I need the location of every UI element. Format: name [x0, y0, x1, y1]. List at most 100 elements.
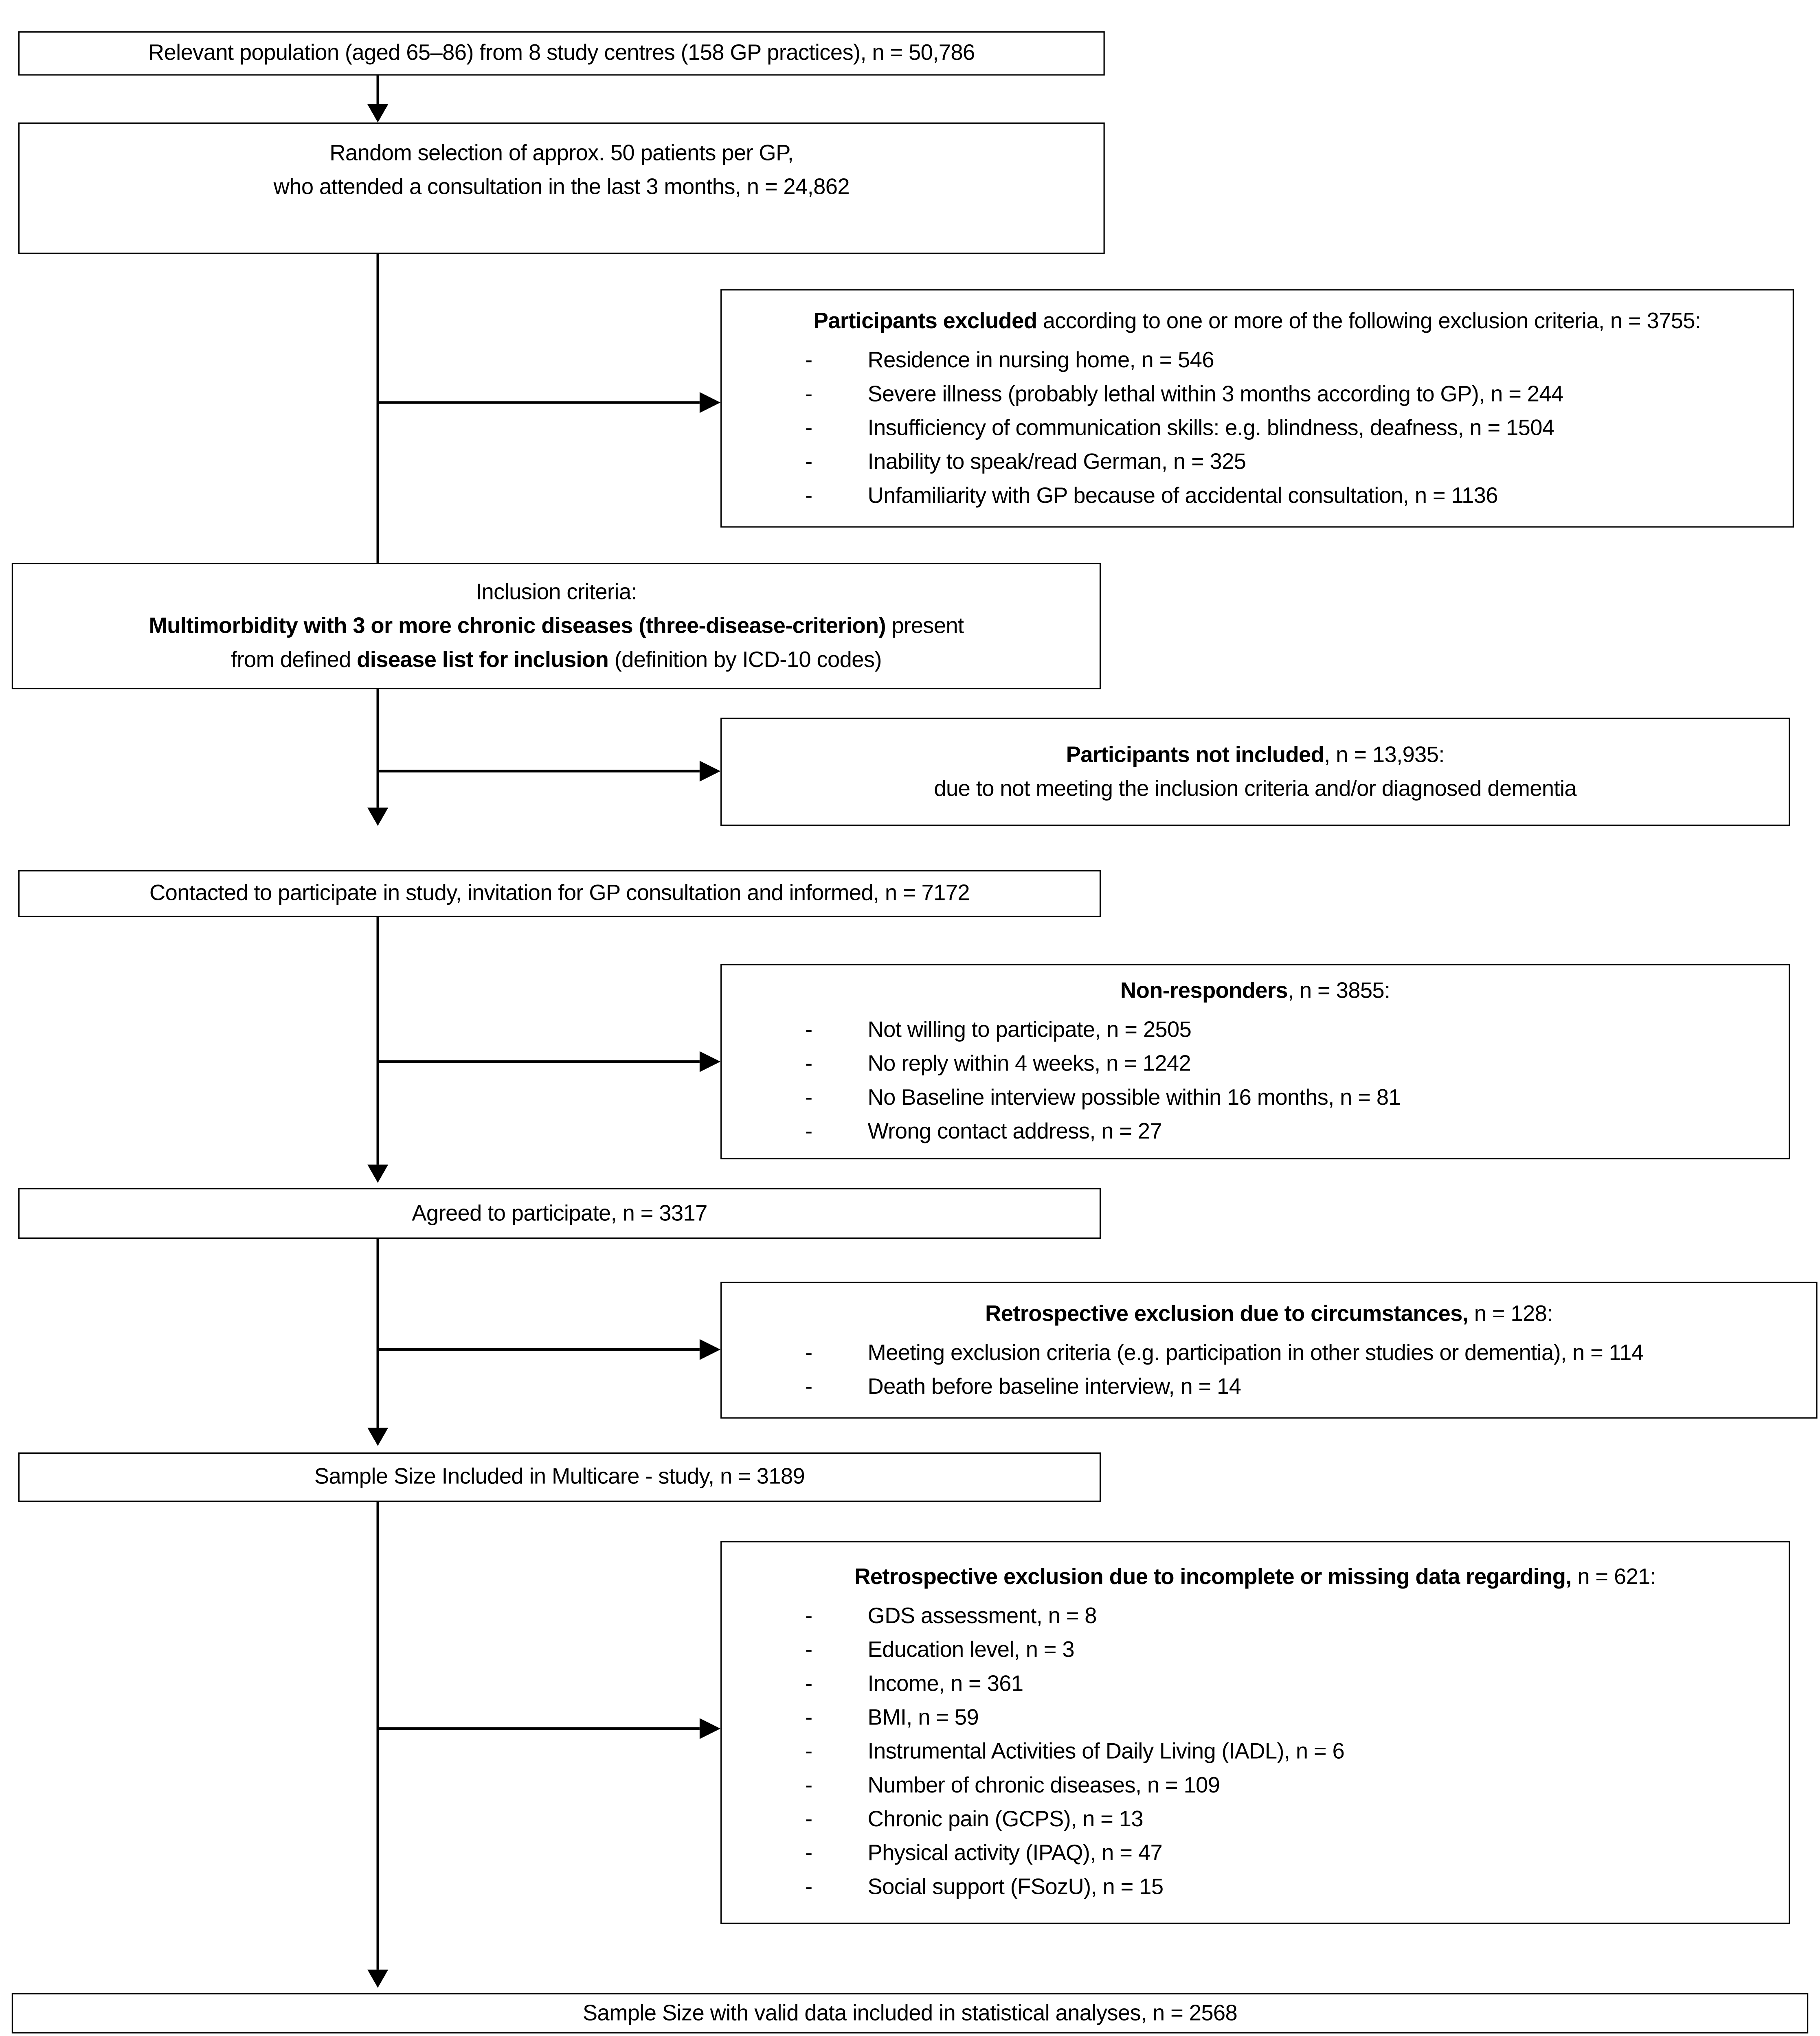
excluded-bullet: - Unfamiliarity with GP because of accide…	[722, 479, 1793, 513]
inclusion-line2: Multimorbidity with 3 or more chronic di…	[13, 609, 1100, 643]
box-retro-circumstances: Retrospective exclusion due to circumsta…	[720, 1281, 1818, 1419]
retro-missing-bullet: - Physical activity (IPAQ), n = 47	[722, 1837, 1789, 1871]
excluded-bullet: - Severe illness (probably lethal within …	[722, 377, 1793, 411]
not-included-heading-bold: Participants not included	[1066, 742, 1324, 767]
bullet-marker: -	[805, 1773, 812, 1798]
box-relevant-population: Relevant population (aged 65–86) from 8 …	[18, 31, 1105, 76]
retro-missing-bullet-text: Number of chronic diseases, n = 109	[867, 1773, 1221, 1798]
bullet-marker: -	[805, 1874, 812, 1900]
arrow-branch-retro-circumstances-line	[378, 1348, 700, 1351]
bullet-marker: -	[805, 483, 812, 508]
retro-missing-bullet-text: Instrumental Activities of Daily Living …	[867, 1739, 1345, 1764]
inclusion-line1: Inclusion criteria:	[476, 579, 637, 604]
not-included-line2: due to not meeting the inclusion criteri…	[934, 776, 1577, 801]
bullet-marker: -	[805, 449, 812, 474]
retro-missing-bullet-text: Social support (FSozU), n = 15	[867, 1874, 1164, 1900]
line-random-to-inclusion	[376, 254, 379, 563]
bullet-marker: -	[805, 1807, 812, 1832]
box-non-responders: Non-responders, n = 3855: - Not willing t…	[720, 964, 1790, 1160]
inclusion-line3-pre: from defined	[231, 647, 357, 672]
box-random-selection: Random selection of approx. 50 patients …	[18, 122, 1105, 254]
arrow-right-icon	[699, 1718, 721, 1739]
agreed-text: Agreed to participate, n = 3317	[412, 1200, 707, 1225]
bullet-marker: -	[805, 1373, 812, 1399]
retro-missing-bullet-text: BMI, n = 59	[867, 1705, 979, 1730]
box-retro-missing-data: Retrospective exclusion due to incomplet…	[720, 1541, 1790, 1924]
bullet-marker: -	[805, 1340, 812, 1365]
retro-missing-bullet-text: Physical activity (IPAQ), n = 47	[867, 1841, 1163, 1865]
non-responders-bullet-text: No reply within 4 weeks, n = 1242	[867, 1051, 1191, 1076]
retro-missing-bullet: - Income, n = 361	[722, 1667, 1789, 1701]
non-responders-bullet-text: Wrong contact address, n = 27	[867, 1119, 1162, 1144]
arrow-down-icon	[367, 1969, 389, 1988]
arrow-contacted-to-agreed-line	[376, 917, 379, 1165]
sample-multicare-text: Sample Size Included in Multicare - stud…	[314, 1464, 805, 1489]
excluded-bullet: -Insufficiency of communication skills: …	[722, 411, 1793, 445]
non-responders-bullet: -No Baseline interview possible within 1…	[722, 1081, 1789, 1115]
excluded-bullet: -Residence in nursing home, n = 546	[722, 343, 1793, 377]
arrow-down-icon	[367, 1428, 389, 1446]
arrow-branch-non-responders-line	[378, 1060, 700, 1063]
retro-missing-heading-rest: n = 621:	[1571, 1564, 1656, 1589]
non-responders-heading: Non-responders, n = 3855:	[722, 974, 1789, 1008]
retro-missing-bullet: -BMI, n = 59	[722, 1701, 1789, 1735]
retro-circumstances-heading-rest: n = 128:	[1468, 1301, 1553, 1325]
final-sample-text: Sample Size with valid data included in …	[582, 2000, 1238, 2025]
retro-missing-bullet-text: Chronic pain (GCPS), n = 13	[867, 1807, 1144, 1832]
not-included-heading: Participants not included, n = 13,935:	[722, 738, 1789, 772]
arrow-branch-retro-missing-line	[378, 1727, 700, 1730]
arrow-relevant-to-random-line	[376, 75, 379, 107]
box-inclusion-criteria: Inclusion criteria: Multimorbidity with …	[11, 562, 1101, 689]
retro-missing-bullet-text: Education level, n = 3	[867, 1637, 1075, 1662]
excluded-heading-rest: according to one or more of the followin…	[1037, 308, 1701, 333]
non-responders-bullet: -No reply within 4 weeks, n = 1242	[722, 1047, 1789, 1081]
retro-circumstances-bullet: - Meeting exclusion criteria (e.g. partic…	[722, 1336, 1816, 1370]
bullet-marker: -	[805, 381, 812, 406]
excluded-bullet-text: Severe illness (probably lethal within 3…	[867, 381, 1564, 406]
bullet-marker: -	[805, 1017, 812, 1042]
retro-circumstances-bullet: -Death before baseline interview, n = 14	[722, 1370, 1816, 1404]
excluded-heading: Participants excluded according to one o…	[722, 304, 1793, 338]
retro-circumstances-heading: Retrospective exclusion due to circumsta…	[722, 1297, 1816, 1331]
non-responders-bullet: -Wrong contact address, n = 27	[722, 1115, 1789, 1149]
retro-missing-bullet: - Social support (FSozU), n = 15	[722, 1871, 1789, 1904]
arrow-down-icon	[367, 807, 389, 826]
retro-missing-bullet-text: Income, n = 361	[867, 1671, 1024, 1696]
retro-missing-heading: Retrospective exclusion due to incomplet…	[722, 1560, 1789, 1594]
excluded-bullet: - Inability to speak/read German, n = 325	[722, 445, 1793, 478]
arrow-sample-to-final-line	[376, 1502, 379, 1970]
non-responders-bullet-text: No Baseline interview possible within 16…	[867, 1085, 1401, 1110]
inclusion-line3-rest: (definition by ICD-10 codes)	[608, 647, 882, 672]
excluded-heading-bold: Participants excluded	[813, 308, 1037, 333]
non-responders-bullet-text: Not willing to participate, n = 2505	[867, 1017, 1192, 1042]
arrow-branch-not-included-line	[378, 770, 700, 773]
arrow-right-icon	[699, 392, 721, 413]
bullet-marker: -	[805, 1671, 812, 1696]
retro-missing-bullet: - GDS assessment, n = 8	[722, 1599, 1789, 1633]
retro-missing-bullet: - Education level, n = 3	[722, 1634, 1789, 1667]
arrow-right-icon	[699, 761, 721, 782]
box-not-included: Participants not included, n = 13,935: d…	[720, 717, 1790, 826]
arrow-right-icon	[699, 1051, 721, 1072]
bullet-marker: -	[805, 1841, 812, 1865]
bullet-marker: -	[805, 1739, 812, 1764]
arrow-inclusion-to-contacted-line	[376, 689, 379, 808]
box-final-sample: Sample Size with valid data included in …	[11, 1993, 1809, 2034]
arrow-down-icon	[367, 1164, 389, 1183]
box-contacted: Contacted to participate in study, invit…	[18, 870, 1101, 917]
non-responders-heading-rest: , n = 3855:	[1288, 978, 1390, 1003]
contacted-text: Contacted to participate in study, invit…	[149, 880, 970, 906]
bullet-marker: -	[805, 1603, 812, 1628]
retro-missing-bullet-text: GDS assessment, n = 8	[867, 1603, 1097, 1628]
excluded-bullet-text: Unfamiliarity with GP because of acciden…	[867, 483, 1498, 508]
arrow-right-icon	[699, 1339, 721, 1360]
inclusion-line2-bold: Multimorbidity with 3 or more chronic di…	[149, 613, 886, 638]
bullet-marker: -	[805, 1637, 812, 1662]
random-selection-line1: Random selection of approx. 50 patients …	[329, 140, 794, 166]
retro-missing-heading-bold: Retrospective exclusion due to incomplet…	[854, 1564, 1572, 1589]
box-sample-multicare: Sample Size Included in Multicare - stud…	[18, 1452, 1101, 1502]
arrow-down-icon	[367, 104, 389, 123]
excluded-bullet-text: Inability to speak/read German, n = 325	[867, 449, 1246, 474]
retro-circumstances-bullet-text: Meeting exclusion criteria (e.g. partici…	[867, 1340, 1644, 1365]
